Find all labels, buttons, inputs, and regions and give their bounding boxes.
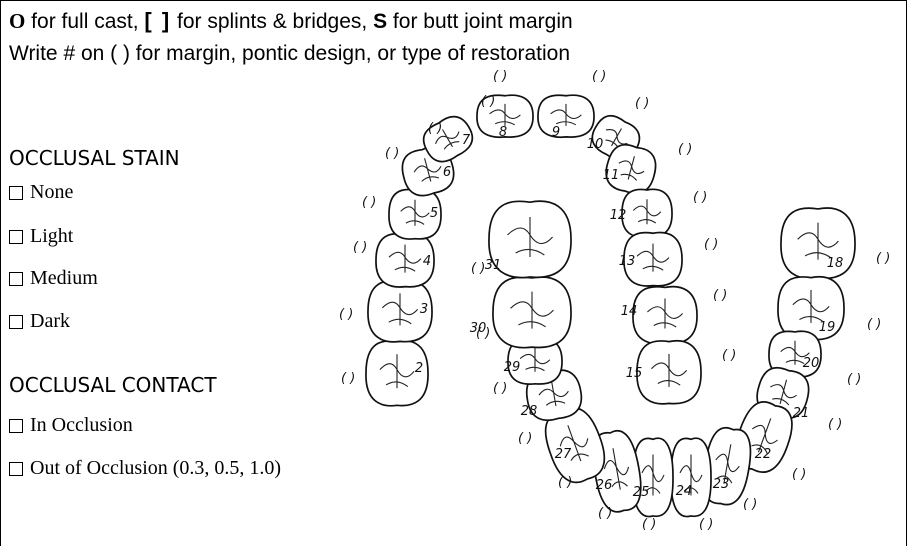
teeth-group [366,95,855,516]
butt-joint-symbol: S [373,10,387,33]
margin-paren[interactable]: ( ) [341,371,355,386]
margin-paren[interactable]: ( ) [558,475,572,490]
margin-paren[interactable]: ( ) [847,372,861,387]
checkbox[interactable] [9,272,23,286]
tooth-24[interactable] [671,438,711,516]
margin-paren[interactable]: ( ) [699,517,713,532]
tooth-14[interactable] [633,287,697,344]
tooth-number-27: 27 [555,447,572,462]
tooth-number-13: 13 [619,254,636,269]
tooth-number-6: 6 [443,165,451,180]
margin-paren[interactable]: ( ) [704,237,718,252]
contact-option-out-of-occlusion[interactable]: Out of Occlusion (0.3, 0.5, 1.0) [9,457,281,480]
margin-paren[interactable]: ( ) [828,417,842,432]
margin-paren[interactable]: ( ) [635,96,649,111]
checkbox[interactable] [9,186,23,200]
margin-paren[interactable]: ( ) [592,69,606,84]
option-label: In Occlusion [30,414,133,437]
tooth-12[interactable] [622,189,672,237]
contact-option-in-occlusion[interactable]: In Occlusion [9,414,133,437]
margin-paren[interactable]: ( ) [493,381,507,396]
tooth-number-9: 9 [552,125,560,140]
tooth-number-8: 8 [499,125,507,140]
tooth-number-2: 2 [415,361,423,376]
margin-paren[interactable]: ( ) [471,261,485,276]
tooth-number-18: 18 [827,256,844,271]
tooth-number-19: 19 [819,320,836,335]
tooth-number-29: 29 [504,360,521,375]
checkbox[interactable] [9,419,23,433]
margin-paren[interactable]: ( ) [642,517,656,532]
splint-symbol: [ ] [144,8,171,33]
tooth-9[interactable] [538,95,594,137]
margin-paren[interactable]: ( ) [678,142,692,157]
margin-paren[interactable]: ( ) [339,307,353,322]
full-cast-symbol: O [9,9,25,33]
margin-paren[interactable]: ( ) [693,190,707,205]
margin-paren[interactable]: ( ) [476,326,490,341]
margin-paren[interactable]: ( ) [876,251,890,266]
tooth-15[interactable] [637,341,701,404]
tooth-number-24: 24 [676,484,693,499]
tooth-number-22: 22 [755,447,772,462]
margin-paren[interactable]: ( ) [362,195,376,210]
margin-paren[interactable]: ( ) [353,240,367,255]
margin-paren[interactable]: ( ) [518,431,532,446]
margin-paren[interactable]: ( ) [481,94,495,109]
splint-text: for splints & bridges, [171,10,373,33]
margin-paren[interactable]: ( ) [428,121,442,136]
margin-paren[interactable]: ( ) [385,146,399,161]
option-label: Out of Occlusion (0.3, 0.5, 1.0) [30,457,281,480]
option-label: Dark [30,310,70,333]
occlusal-stain-title: OCCLUSAL STAIN [9,146,180,170]
checkbox[interactable] [9,315,23,329]
tooth-number-10: 10 [587,137,604,152]
margin-paren[interactable]: ( ) [713,288,727,303]
occlusal-contact-title: OCCLUSAL CONTACT [9,373,217,397]
tooth-18[interactable] [781,208,855,279]
option-label: Light [30,225,73,248]
tooth-number-21: 21 [793,406,810,421]
stain-option-dark[interactable]: Dark [9,310,70,333]
tooth-number-15: 15 [626,366,643,381]
checkbox[interactable] [9,462,23,476]
tooth-number-12: 12 [610,208,627,223]
tooth-number-23: 23 [713,477,730,492]
tooth-number-11: 11 [603,168,620,183]
legend-line-1: O for full cast, [ ] for splints & bridg… [9,8,573,34]
checkbox[interactable] [9,230,23,244]
option-label: None [30,181,73,204]
margin-paren[interactable]: ( ) [743,497,757,512]
margin-paren[interactable]: ( ) [792,467,806,482]
option-label: Medium [30,267,98,290]
tooth-number-3: 3 [420,302,428,317]
tooth-number-14: 14 [621,304,638,319]
margin-paren[interactable]: ( ) [867,317,881,332]
tooth-number-28: 28 [521,404,538,419]
tooth-number-20: 20 [803,356,820,371]
tooth-number-4: 4 [423,254,431,269]
margin-paren[interactable]: ( ) [493,69,507,84]
tooth-30[interactable] [493,277,571,348]
tooth-number-5: 5 [430,206,438,221]
tooth-number-26: 26 [596,478,613,493]
stain-option-medium[interactable]: Medium [9,267,98,290]
tooth-number-7: 7 [462,133,471,148]
tooth-number-31: 31 [485,258,502,273]
margin-paren[interactable]: ( ) [722,348,736,363]
tooth-number-25: 25 [633,485,650,500]
stain-option-light[interactable]: Light [9,225,73,248]
stain-option-none[interactable]: None [9,181,73,204]
full-cast-text: for full cast, [25,10,144,33]
margin-paren[interactable]: ( ) [598,506,612,521]
butt-joint-text: for butt joint margin [387,10,573,33]
